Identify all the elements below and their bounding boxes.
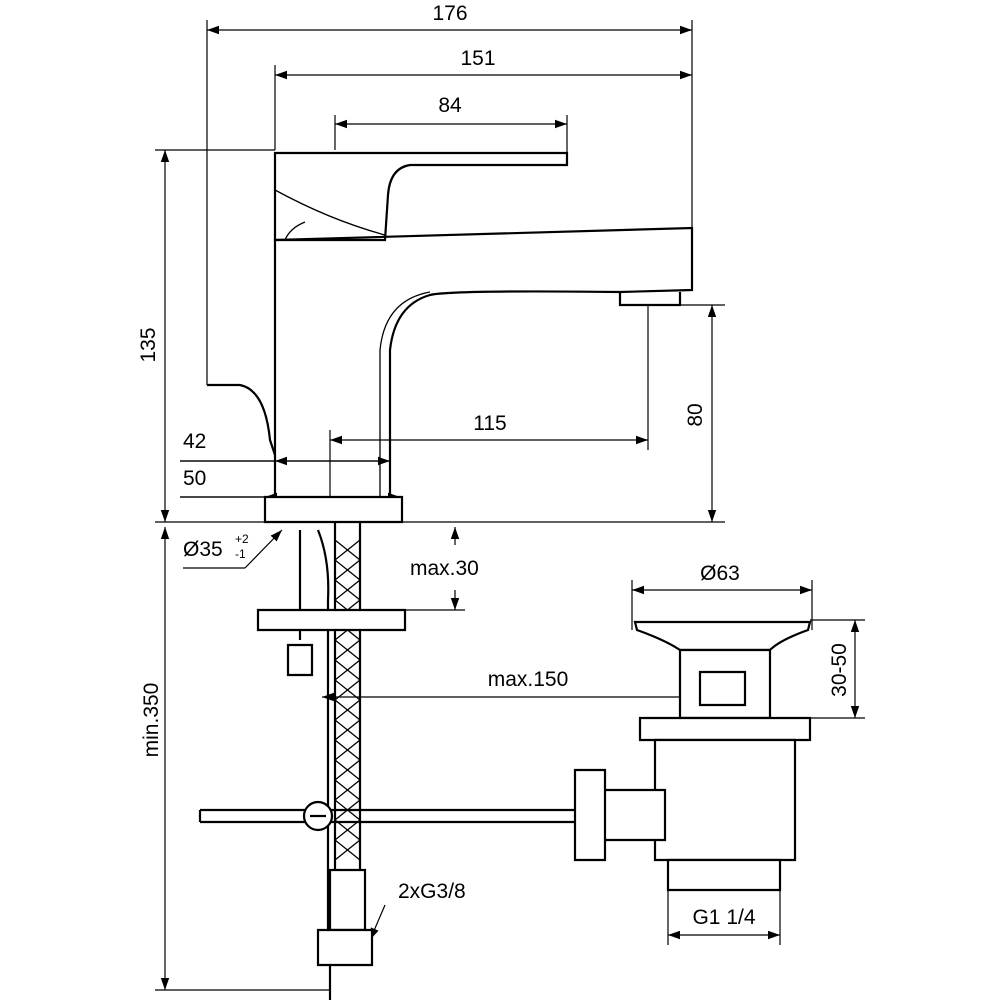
dim-body-width-a: 42	[183, 430, 206, 453]
dim-hole-tol-minus: -1	[235, 547, 246, 561]
dim-waste-height: 30-50	[828, 643, 851, 697]
dimension-labels: 176 151 84 135 80 115 42 50 Ø35 +2 -1 ma…	[137, 2, 851, 929]
dim-min-hose: min.350	[140, 683, 163, 758]
dim-height: 135	[137, 327, 160, 362]
dim-hose-thread: 2xG3/8	[398, 880, 466, 903]
waste-valve	[573, 620, 812, 892]
dim-spout-length: 151	[460, 47, 495, 70]
faucet-body	[207, 151, 694, 524]
dim-spout-clearance: 80	[684, 403, 707, 426]
dim-waste-diameter: Ø63	[700, 562, 740, 585]
dim-max-rod: max.150	[488, 668, 569, 691]
dim-waste-thread: G1 1/4	[692, 906, 755, 929]
dim-body-width-b: 50	[183, 467, 206, 490]
supply-hoses	[256, 522, 407, 1000]
dim-hole-diameter: Ø35	[183, 538, 223, 561]
waste-rod	[198, 800, 580, 832]
dim-spout-reach: 115	[473, 412, 506, 435]
dim-overall-length: 176	[432, 2, 467, 25]
dim-hole-tol-plus: +2	[235, 532, 249, 546]
dim-max-deck: max.30	[410, 557, 479, 580]
dim-lever-length: 84	[438, 94, 462, 117]
